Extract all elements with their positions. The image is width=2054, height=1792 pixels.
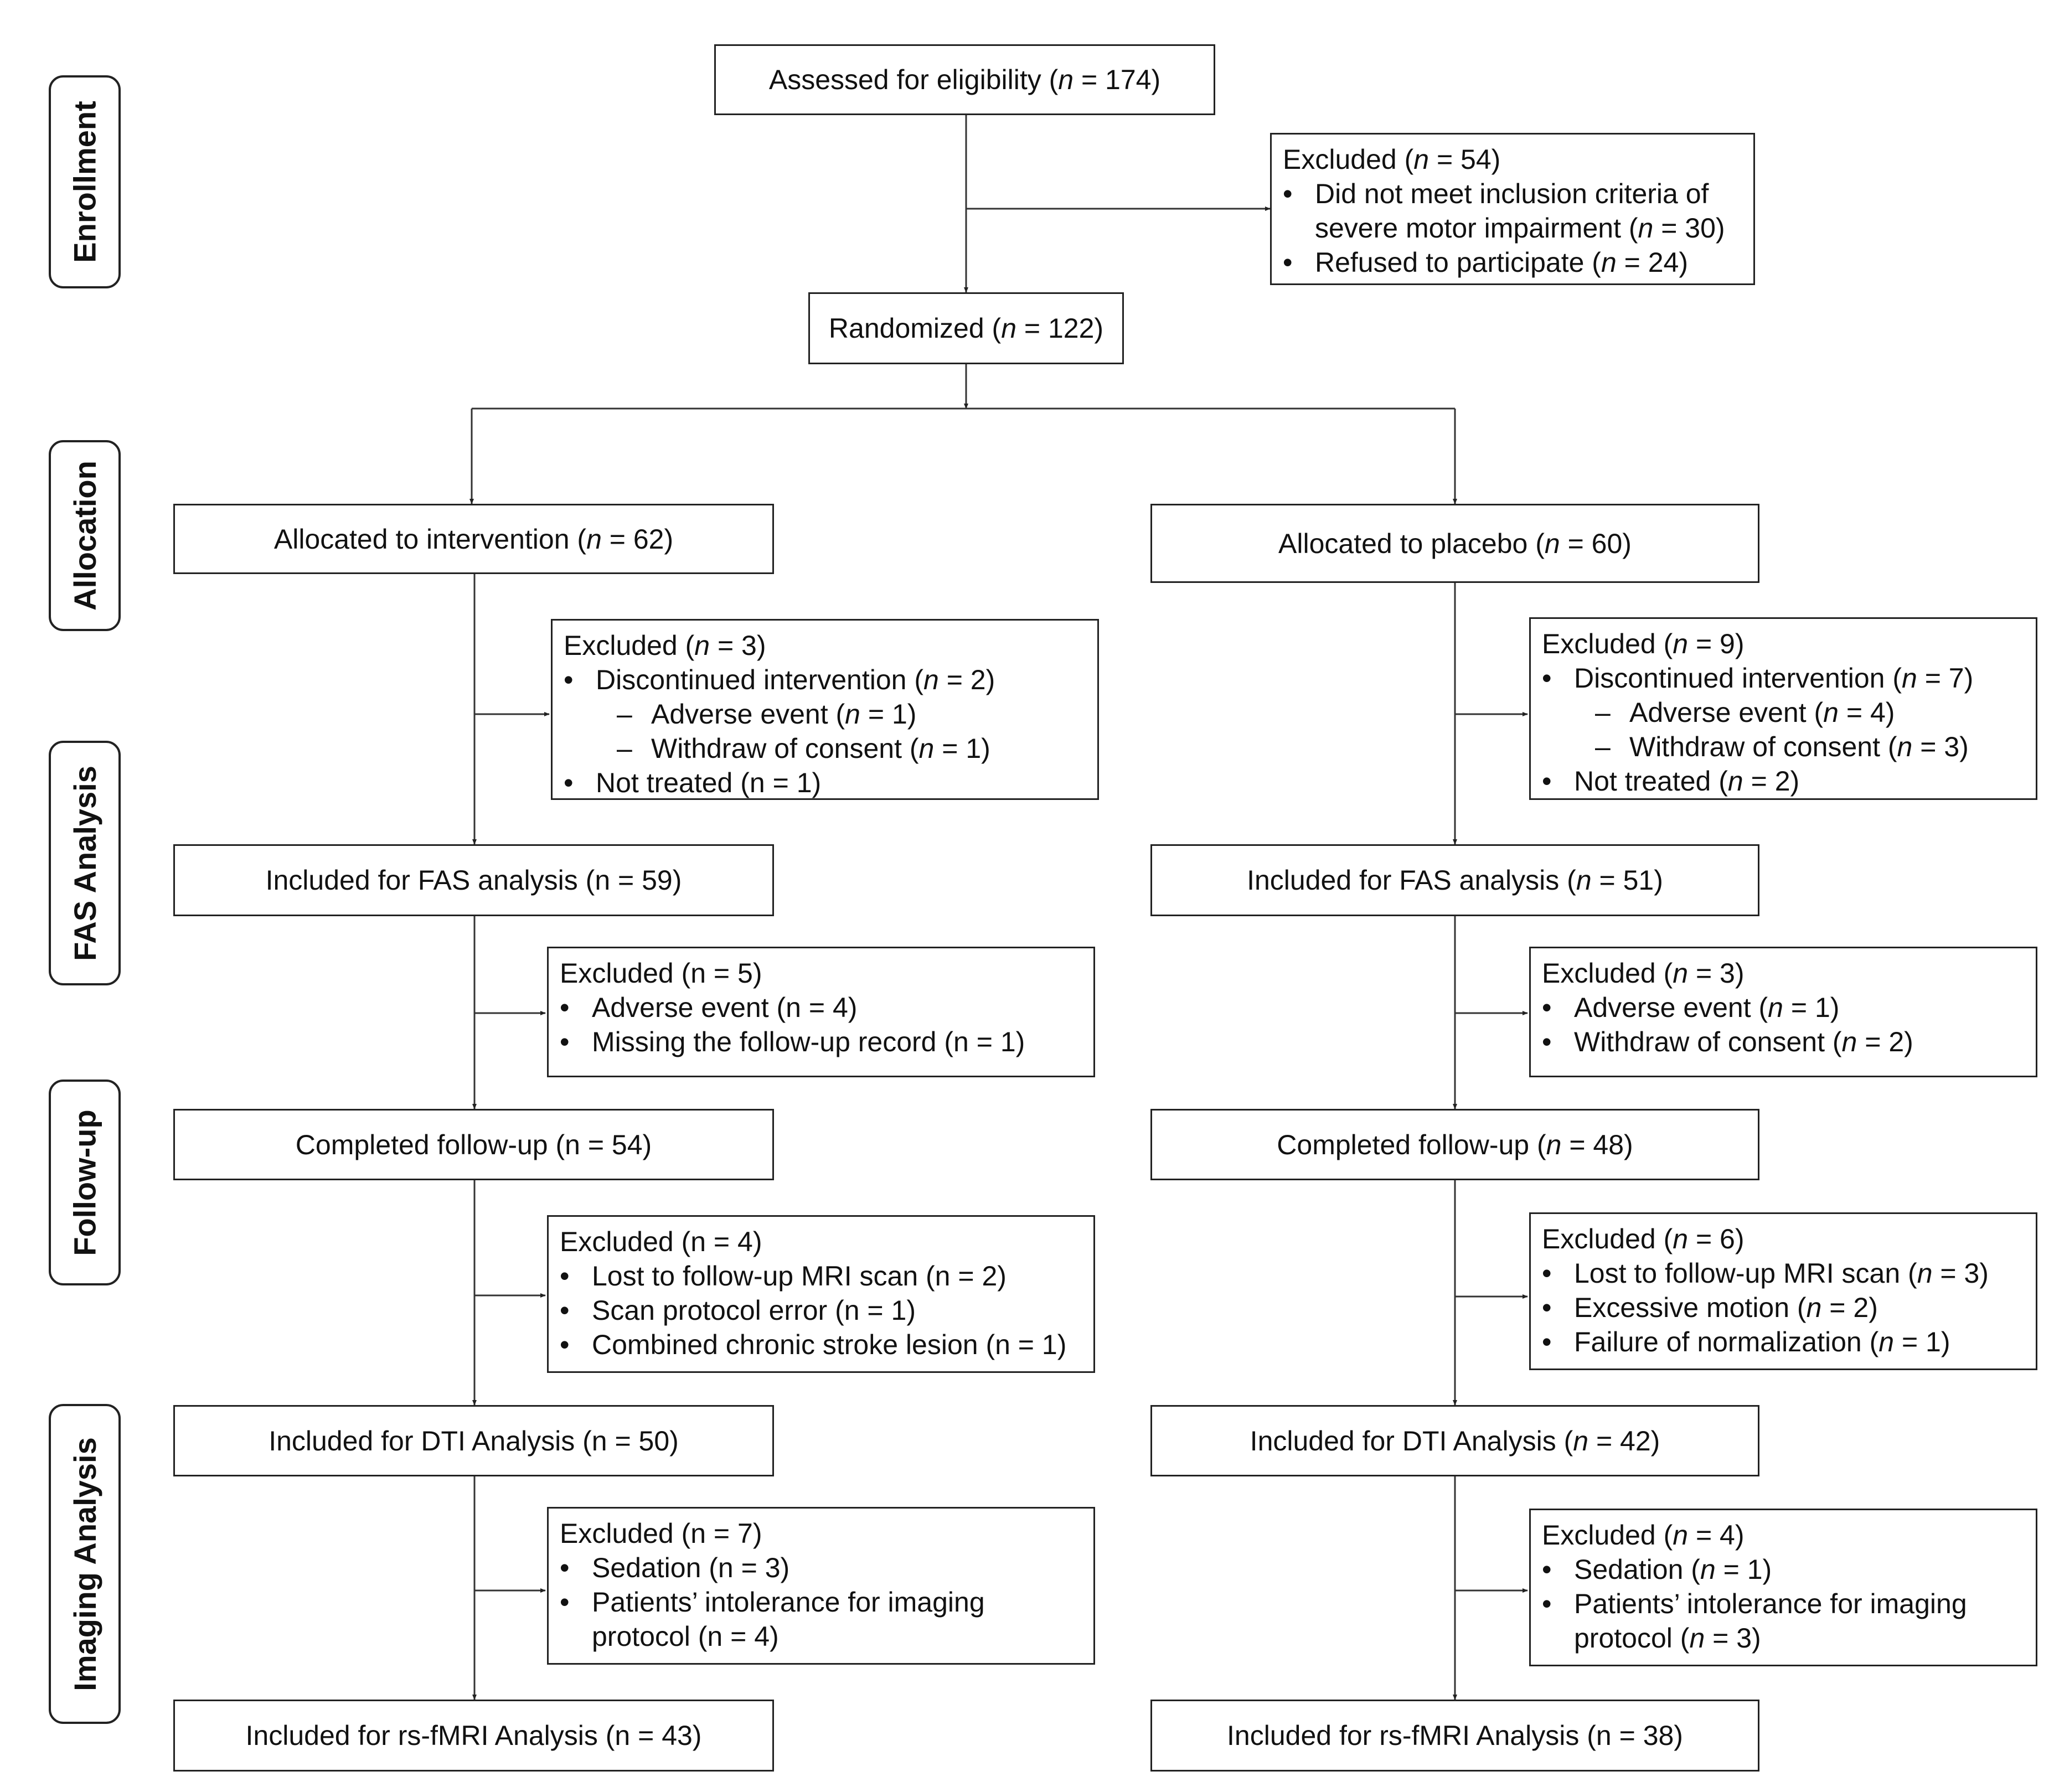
excluded-enrollment-item-cont: severe motor impairment (n = 30) [1315, 213, 1725, 244]
placebo-rsfmri-text: Included for rs-fMRI Analysis (n = 38) [1227, 1720, 1683, 1751]
stage-imaging-analysis: Imaging Analysis [49, 1404, 121, 1724]
excluded-title: Excluded (n = 4) [1542, 1520, 1745, 1551]
excluded-item: •Combined chronic stroke lesion (n = 1) [560, 1329, 1067, 1360]
excluded-title: Excluded (n = 6) [1542, 1223, 1745, 1254]
stage-enrollment: Enrollment [49, 75, 121, 288]
excluded-title: Excluded (n = 9) [1542, 628, 1745, 659]
excluded-item: •Failure of normalization (n = 1) [1542, 1326, 1950, 1357]
intervention-excluded-2-box: Excluded (n = 5) •Adverse event (n = 4) … [547, 947, 1095, 1077]
excluded-enrollment-item: •Refused to participate (n = 24) [1283, 247, 1689, 278]
randomized-box: Randomized (n = 122) [808, 292, 1124, 364]
placebo-dti-box: Included for DTI Analysis (n = 42) [1150, 1405, 1759, 1476]
stage-allocation-label: Allocation [67, 461, 102, 611]
stage-enrollment-label: Enrollment [67, 101, 102, 263]
excluded-item: •Withdraw of consent (n = 2) [1542, 1026, 1913, 1057]
intervention-dti-box: Included for DTI Analysis (n = 50) [173, 1405, 774, 1476]
intervention-fas-box: Included for FAS analysis (n = 59) [173, 844, 774, 916]
excluded-enrollment-box: Excluded (n = 54) •Did not meet inclusio… [1270, 133, 1755, 285]
placebo-excluded-2-box: Excluded (n = 3) •Adverse event (n = 1) … [1529, 947, 2037, 1077]
intervention-dti-text: Included for DTI Analysis (n = 50) [269, 1425, 679, 1457]
intervention-excluded-1-box: Excluded (n = 3) •Discontinued intervent… [551, 619, 1099, 800]
placebo-excluded-1-box: Excluded (n = 9) •Discontinued intervent… [1529, 617, 2037, 800]
placebo-allocated-box: Allocated to placebo (n = 60) [1150, 504, 1759, 583]
excluded-item: •Not treated (n = 1) [564, 767, 822, 798]
excluded-enrollment-item: •Did not meet inclusion criteria of [1283, 178, 1709, 209]
intervention-followup-text: Completed follow-up (n = 54) [295, 1129, 652, 1160]
intervention-allocated-text: Allocated to intervention (n = 62) [273, 523, 674, 555]
excluded-item: •Missing the follow-up record (n = 1) [560, 1026, 1025, 1057]
excluded-subitem: –Adverse event (n = 4) [1595, 697, 1895, 728]
stage-followup-label: Follow-up [67, 1109, 102, 1256]
excluded-subitem: –Withdraw of consent (n = 3) [1595, 731, 1969, 762]
excluded-item-cont: protocol (n = 4) [592, 1621, 779, 1652]
excluded-item: •Not treated (n = 2) [1542, 766, 1800, 797]
excluded-subitem: –Adverse event (n = 1) [617, 699, 917, 730]
intervention-allocated-box: Allocated to intervention (n = 62) [173, 504, 774, 574]
excluded-item: •Excessive motion (n = 2) [1542, 1292, 1878, 1323]
excluded-item: •Lost to follow-up MRI scan (n = 2) [560, 1261, 1007, 1292]
excluded-title: Excluded (n = 7) [560, 1518, 762, 1549]
excluded-item: •Scan protocol error (n = 1) [560, 1295, 916, 1326]
excluded-item: •Discontinued intervention (n = 7) [1542, 663, 1974, 694]
placebo-followup-box: Completed follow-up (n = 48) [1150, 1109, 1759, 1180]
excluded-title: Excluded (n = 3) [1542, 958, 1745, 989]
excluded-title: Excluded (n = 3) [564, 630, 766, 661]
placebo-rsfmri-box: Included for rs-fMRI Analysis (n = 38) [1150, 1700, 1759, 1772]
placebo-fas-text: Included for FAS analysis (n = 51) [1247, 865, 1663, 896]
excluded-title: Excluded (n = 4) [560, 1226, 762, 1257]
stage-fas-label: FAS Analysis [67, 765, 102, 961]
intervention-rsfmri-text: Included for rs-fMRI Analysis (n = 43) [245, 1720, 702, 1751]
assessed-text: Assessed for eligibility (n = 174) [768, 64, 1161, 95]
intervention-rsfmri-box: Included for rs-fMRI Analysis (n = 43) [173, 1700, 774, 1772]
stage-fas-analysis: FAS Analysis [49, 741, 121, 985]
intervention-excluded-3-box: Excluded (n = 4) •Lost to follow-up MRI … [547, 1215, 1095, 1373]
placebo-followup-text: Completed follow-up (n = 48) [1277, 1129, 1633, 1160]
excluded-item: •Adverse event (n = 4) [560, 992, 858, 1023]
excluded-item: •Sedation (n = 1) [1542, 1554, 1772, 1585]
intervention-excluded-4-box: Excluded (n = 7) •Sedation (n = 3) •Pati… [547, 1507, 1095, 1665]
intervention-followup-box: Completed follow-up (n = 54) [173, 1109, 774, 1180]
excluded-enrollment-title: Excluded (n = 54) [1283, 144, 1501, 175]
excluded-item: •Adverse event (n = 1) [1542, 992, 1840, 1023]
intervention-fas-text: Included for FAS analysis (n = 59) [265, 865, 682, 896]
excluded-item-cont: protocol (n = 3) [1574, 1623, 1761, 1654]
excluded-subitem: –Withdraw of consent (n = 1) [617, 733, 990, 764]
excluded-item: •Patients’ intolerance for imaging [560, 1587, 985, 1618]
excluded-item: •Patients’ intolerance for imaging [1542, 1588, 1967, 1619]
randomized-text: Randomized (n = 122) [828, 313, 1104, 344]
excluded-title: Excluded (n = 5) [560, 958, 762, 989]
stage-follow-up: Follow-up [49, 1080, 121, 1285]
stage-allocation: Allocation [49, 440, 121, 631]
placebo-excluded-3-box: Excluded (n = 6) •Lost to follow-up MRI … [1529, 1212, 2037, 1370]
excluded-item: •Discontinued intervention (n = 2) [564, 664, 995, 695]
placebo-dti-text: Included for DTI Analysis (n = 42) [1250, 1425, 1660, 1457]
placebo-fas-box: Included for FAS analysis (n = 51) [1150, 844, 1759, 916]
assessed-box: Assessed for eligibility (n = 174) [714, 44, 1215, 115]
excluded-item: •Sedation (n = 3) [560, 1552, 790, 1583]
placebo-allocated-text: Allocated to placebo (n = 60) [1278, 528, 1632, 559]
placebo-excluded-4-box: Excluded (n = 4) •Sedation (n = 1) •Pati… [1529, 1509, 2037, 1666]
stage-imaging-label: Imaging Analysis [67, 1437, 102, 1691]
excluded-item: •Lost to follow-up MRI scan (n = 3) [1542, 1258, 1989, 1289]
